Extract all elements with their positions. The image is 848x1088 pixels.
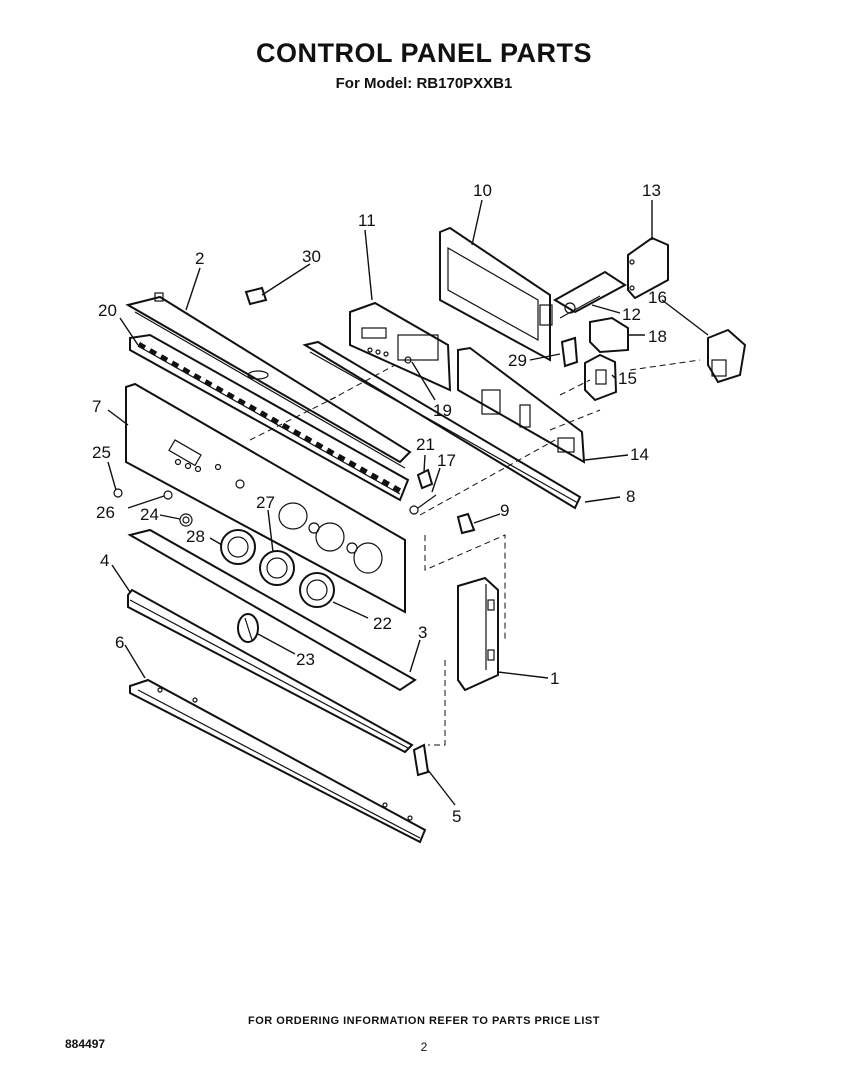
part-26-button bbox=[163, 490, 173, 500]
part-12-circuit-board bbox=[553, 270, 627, 319]
callout-20: 20 bbox=[98, 301, 117, 320]
vent-slot bbox=[237, 397, 246, 406]
callout-9: 9 bbox=[500, 501, 509, 520]
callout-11: 11 bbox=[358, 211, 376, 230]
vent-slot bbox=[159, 354, 169, 363]
callout-16: 16 bbox=[648, 288, 667, 307]
vent-slot bbox=[348, 460, 357, 468]
vent-slot bbox=[381, 478, 390, 487]
vent-slot bbox=[337, 453, 346, 462]
vent-slot bbox=[137, 342, 147, 350]
vent-slot bbox=[359, 466, 368, 475]
part-30-clip bbox=[244, 286, 268, 306]
vent-slot bbox=[314, 441, 324, 450]
part-2-top-trim bbox=[125, 292, 412, 469]
vent-slot bbox=[204, 379, 213, 388]
vent-slot bbox=[325, 447, 335, 456]
callout-14: 14 bbox=[630, 445, 649, 464]
part-25-screw bbox=[113, 488, 123, 498]
leader-lines bbox=[107, 199, 709, 806]
vent-slot bbox=[226, 391, 235, 400]
part-27-bezel bbox=[259, 550, 295, 586]
callout-13: 13 bbox=[642, 181, 661, 200]
callout-2: 2 bbox=[195, 249, 204, 268]
assembly-lines bbox=[249, 359, 701, 746]
callout-24: 24 bbox=[140, 505, 159, 524]
vent-slot bbox=[192, 373, 202, 381]
vent-slot bbox=[370, 472, 379, 481]
part-10-clock bbox=[439, 226, 553, 362]
part-15-switch bbox=[584, 353, 618, 402]
page-number: 2 bbox=[420, 1040, 428, 1054]
page-title: CONTROL PANEL PARTS bbox=[255, 38, 593, 68]
callout-1: 1 bbox=[550, 669, 559, 688]
part-16-terminal-block bbox=[707, 328, 747, 384]
vent-slot bbox=[392, 485, 402, 493]
callout-7: 7 bbox=[92, 397, 101, 416]
part-5-clip bbox=[412, 743, 430, 777]
callout-10: 10 bbox=[473, 181, 492, 200]
part-14-bracket bbox=[457, 346, 586, 464]
callout-21: 21 bbox=[416, 435, 435, 454]
vent-slot bbox=[292, 429, 302, 437]
part-21-clip bbox=[416, 468, 434, 490]
callout-8: 8 bbox=[626, 487, 635, 506]
part-11-display-board bbox=[349, 301, 452, 392]
part-22-bezel bbox=[299, 572, 335, 608]
part-19-screw bbox=[404, 356, 412, 364]
part-8-rail bbox=[302, 340, 582, 510]
callout-18: 18 bbox=[648, 327, 667, 346]
callout-19: 19 bbox=[433, 401, 452, 420]
callout-25: 25 bbox=[92, 443, 111, 462]
part-29-clip bbox=[560, 336, 579, 368]
callout-15: 15 bbox=[618, 369, 637, 388]
part-9-clip bbox=[456, 512, 476, 535]
callout-4: 4 bbox=[100, 551, 109, 570]
vent-slot bbox=[170, 360, 180, 369]
part-1-side-bracket bbox=[457, 576, 499, 692]
vent-slot bbox=[181, 366, 191, 375]
vent-slot bbox=[270, 416, 280, 425]
callout-22: 22 bbox=[373, 614, 392, 633]
part-23-knob bbox=[237, 613, 259, 643]
callout-30: 30 bbox=[302, 247, 321, 266]
part-28-bezel bbox=[220, 529, 256, 565]
callout-6: 6 bbox=[115, 633, 124, 652]
vent-slot bbox=[148, 348, 158, 357]
callout-28: 28 bbox=[186, 527, 205, 546]
callout-23: 23 bbox=[296, 650, 315, 669]
callout-26: 26 bbox=[96, 503, 115, 522]
part-3-lower-trim bbox=[127, 528, 417, 692]
part-4-trim-strip bbox=[127, 588, 414, 754]
callout-5: 5 bbox=[452, 807, 461, 826]
part-17-screw bbox=[409, 494, 437, 515]
document-number: 884497 bbox=[65, 1037, 106, 1051]
callout-17: 17 bbox=[437, 451, 456, 470]
part-6-bottom-rail bbox=[129, 678, 427, 844]
vent-slot bbox=[303, 435, 313, 444]
vent-slot bbox=[215, 385, 224, 394]
vent-slot bbox=[259, 410, 269, 419]
vent-slot bbox=[281, 422, 291, 431]
part-18-switch bbox=[589, 316, 629, 354]
callout-12: 12 bbox=[622, 305, 641, 324]
vent-slot bbox=[248, 404, 257, 413]
callout-3: 3 bbox=[418, 623, 427, 642]
part-20-vent-strip bbox=[129, 333, 410, 502]
callout-29: 29 bbox=[508, 351, 527, 370]
ordering-note: FOR ORDERING INFORMATION REFER TO PARTS … bbox=[248, 1015, 600, 1027]
model-subtitle: For Model: RB170PXXB1 bbox=[335, 75, 513, 92]
part-24-grommet bbox=[179, 513, 193, 527]
callout-27: 27 bbox=[256, 493, 275, 512]
part-7-control-panel bbox=[125, 382, 406, 614]
